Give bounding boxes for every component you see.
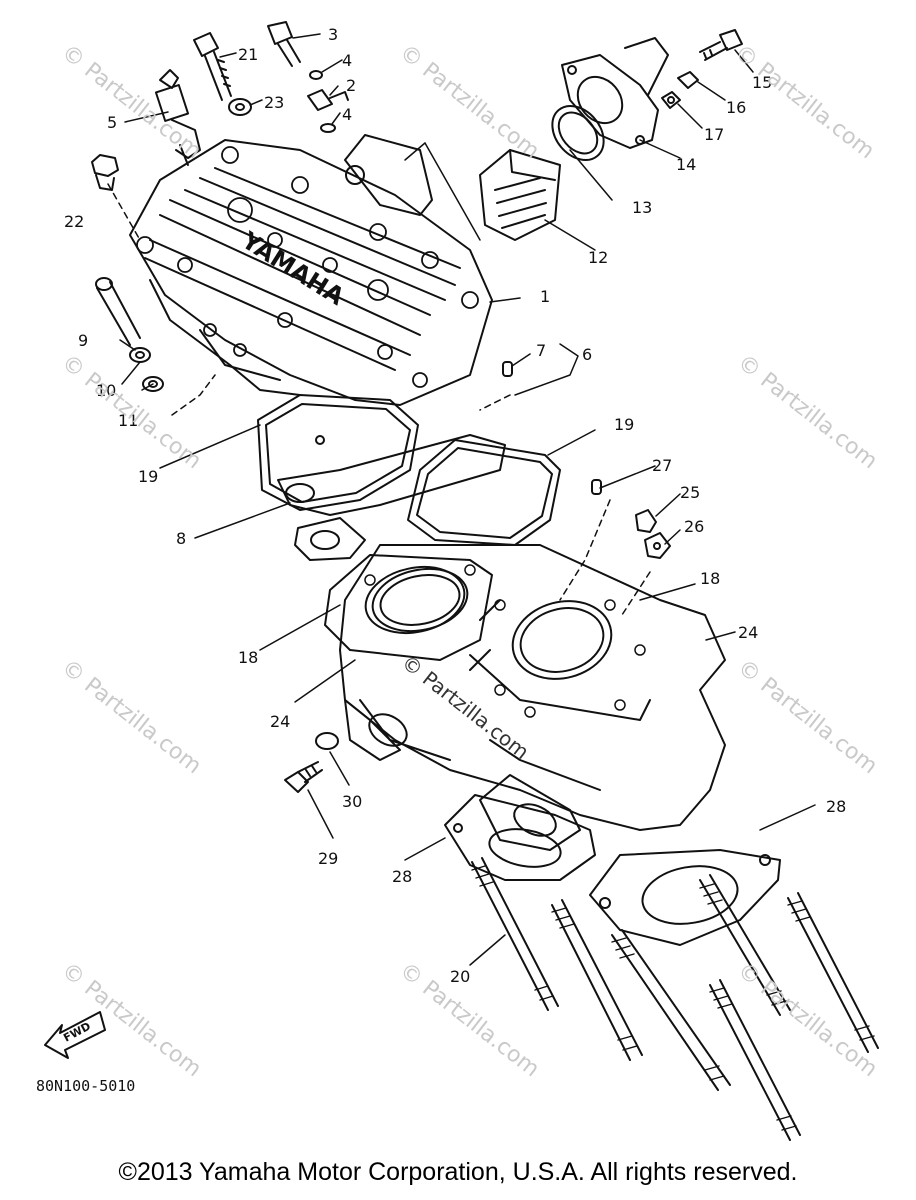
- base-gasket-right: [589, 849, 781, 946]
- washer-11: [142, 376, 164, 392]
- cap-25: [635, 509, 657, 533]
- diagram-code: 80N100-5010: [36, 1077, 136, 1095]
- bolt-9: [95, 277, 141, 346]
- callout-17: 17: [704, 125, 724, 144]
- plug-22: [91, 154, 119, 191]
- washer-16: [677, 71, 699, 89]
- callout-19a: 19: [138, 467, 158, 486]
- callout-30: 30: [342, 792, 362, 811]
- callout-9: 9: [78, 331, 88, 350]
- cylinder-gasket-left: [324, 554, 493, 661]
- callout-3: 3: [328, 25, 338, 44]
- callout-23: 23: [264, 93, 284, 112]
- callout-28b: 28: [826, 797, 846, 816]
- callout-11: 11: [118, 411, 138, 430]
- copyright-notice: ©2013 Yamaha Motor Corporation, U.S.A. A…: [118, 1158, 798, 1186]
- head-brand: YAMAHA: [236, 226, 349, 311]
- leader-lines: [107, 33, 816, 966]
- head-gasket-right: [407, 439, 561, 546]
- head-gasket-left: [257, 394, 419, 511]
- callout-13: 13: [632, 198, 652, 217]
- callout-28a: 28: [392, 867, 412, 886]
- callout-numbers: 1 2 3 4 4 5 6 7 8 9 10 11 12 13 14 15 16…: [64, 25, 846, 986]
- callout-5: 5: [107, 113, 117, 132]
- callout-8: 8: [176, 529, 186, 548]
- callout-27: 27: [652, 456, 672, 475]
- washer-30: [315, 732, 339, 750]
- callout-18a: 18: [238, 648, 258, 667]
- callout-10: 10: [96, 381, 116, 400]
- o-ring-4: [320, 123, 336, 133]
- bolt-21: [193, 32, 232, 101]
- studs: [471, 857, 879, 1141]
- fitting-2: [307, 70, 349, 111]
- callout-29: 29: [318, 849, 338, 868]
- callout-26: 26: [684, 517, 704, 536]
- callout-21: 21: [238, 45, 258, 64]
- callout-22: 22: [64, 212, 84, 231]
- callout-7: 7: [536, 341, 546, 360]
- callout-24a: 24: [270, 712, 290, 731]
- thermostat-cover: [561, 37, 669, 149]
- callout-4a: 4: [342, 51, 352, 70]
- callout-16: 16: [726, 98, 746, 117]
- callout-15: 15: [752, 73, 772, 92]
- callout-25: 25: [680, 483, 700, 502]
- cylinder-block: [339, 544, 726, 851]
- bolt-3: [267, 21, 301, 67]
- callout-1: 1: [540, 287, 550, 306]
- base-gasket-left: [444, 794, 596, 881]
- fwd-arrow: [44, 1011, 106, 1059]
- nut-26: [644, 532, 671, 559]
- callout-18b: 18: [700, 569, 720, 588]
- washer-10: [129, 347, 151, 363]
- callout-4b: 4: [342, 105, 352, 124]
- bolt-29: [284, 761, 323, 793]
- callout-20: 20: [450, 967, 470, 986]
- washer-23: [228, 98, 252, 116]
- callout-2: 2: [346, 76, 356, 95]
- head-bolt-bosses: [136, 146, 479, 388]
- callout-24b: 24: [738, 623, 758, 642]
- spark-plug: [154, 69, 201, 166]
- callout-14: 14: [676, 155, 696, 174]
- callout-19b: 19: [614, 415, 634, 434]
- callout-12: 12: [588, 248, 608, 267]
- bolt-15: [699, 29, 743, 61]
- dowel-pin-7: [502, 361, 513, 377]
- nut-17: [661, 91, 681, 109]
- joint-plate: [277, 434, 506, 561]
- cylinder-head: [129, 134, 493, 406]
- callout-6: 6: [582, 345, 592, 364]
- dowel-pin-27: [591, 479, 602, 495]
- thermostat: [479, 149, 561, 241]
